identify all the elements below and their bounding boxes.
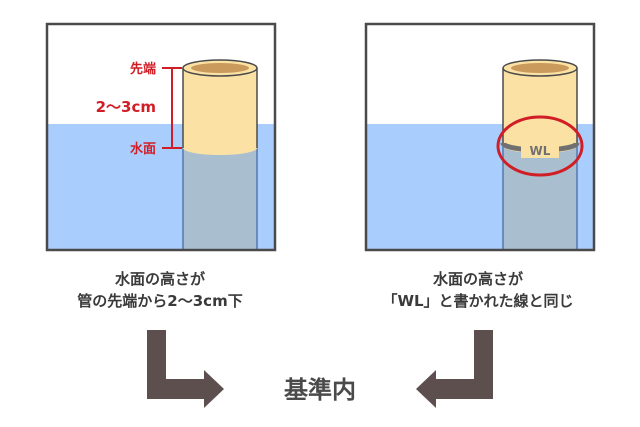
left-caption-line1: 水面の高さが (114, 270, 205, 288)
left-panel-frame (45, 22, 277, 252)
wl-mark-label: WL (530, 144, 551, 158)
left-pipe-opening (191, 63, 249, 73)
left-pipe-body (183, 68, 257, 155)
right-pipe-submerged (503, 146, 577, 250)
water-surface-label: 水面 (130, 141, 156, 157)
right-pipe-body (503, 68, 577, 153)
left-caption: 水面の高さが 管の先端から2〜3cm下 (10, 268, 310, 312)
right-arrow (416, 330, 493, 408)
left-arrow-shape (147, 330, 224, 408)
right-caption-line2: 「WL」と書かれた線と同じ (382, 292, 574, 310)
right-pipe-opening (511, 63, 569, 73)
right-caption: 水面の高さが 「WL」と書かれた線と同じ (328, 268, 628, 312)
right-arrow-shape (416, 330, 493, 408)
wl-label-background (521, 142, 559, 158)
gap-label: 2〜3cm (96, 98, 156, 116)
wl-highlight-circle (496, 115, 584, 177)
result-label: 基準内 (284, 376, 356, 404)
tip-label: 先端 (130, 61, 156, 77)
left-pipe-submerged (183, 148, 257, 250)
right-caption-line1: 水面の高さが (432, 270, 523, 288)
left-panel: 先端 2〜3cm 水面 (45, 22, 277, 252)
left-arrow (147, 330, 224, 408)
left-caption-line2: 管の先端から2〜3cm下 (77, 292, 243, 310)
right-panel: WL (364, 22, 596, 252)
right-panel-frame (364, 22, 596, 252)
